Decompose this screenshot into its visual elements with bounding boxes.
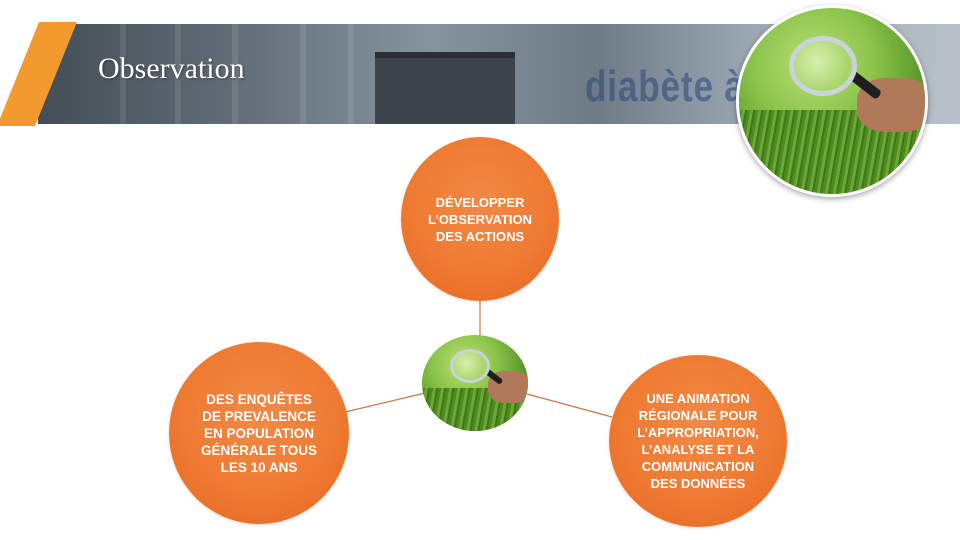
connector-left	[344, 392, 426, 413]
grass-photo	[739, 8, 925, 194]
connector-right	[526, 393, 613, 418]
curtain-stripe	[300, 24, 306, 124]
node-label: UNE ANIMATION RÉGIONALE POUR L’APPROPRIA…	[637, 391, 759, 491]
magnifying-glass-icon	[450, 349, 490, 383]
node-prevalence-surveys: DES ENQUÊTES DE PREVALENCE EN POPULATION…	[169, 342, 349, 524]
node-regional-animation: UNE ANIMATION RÉGIONALE POUR L’APPROPRIA…	[609, 355, 787, 527]
curtain-stripe	[232, 24, 238, 124]
node-label: DES ENQUÊTES DE PREVALENCE EN POPULATION…	[200, 391, 317, 475]
grass-photo	[422, 335, 528, 431]
center-magnifier-image	[422, 335, 528, 431]
magnifier-photo	[736, 5, 928, 197]
curtain-stripe	[175, 24, 181, 124]
magnifying-glass-icon	[789, 36, 857, 96]
flipchart-board	[375, 52, 515, 124]
node-label: DÉVELOPPER L’OBSERVATION DES ACTIONS	[427, 194, 532, 244]
node-observation-actions: DÉVELOPPER L’OBSERVATION DES ACTIONS	[401, 137, 559, 301]
curtain-stripe	[120, 24, 126, 124]
page-title: Observation	[98, 52, 245, 85]
curtain-stripe	[348, 24, 354, 124]
